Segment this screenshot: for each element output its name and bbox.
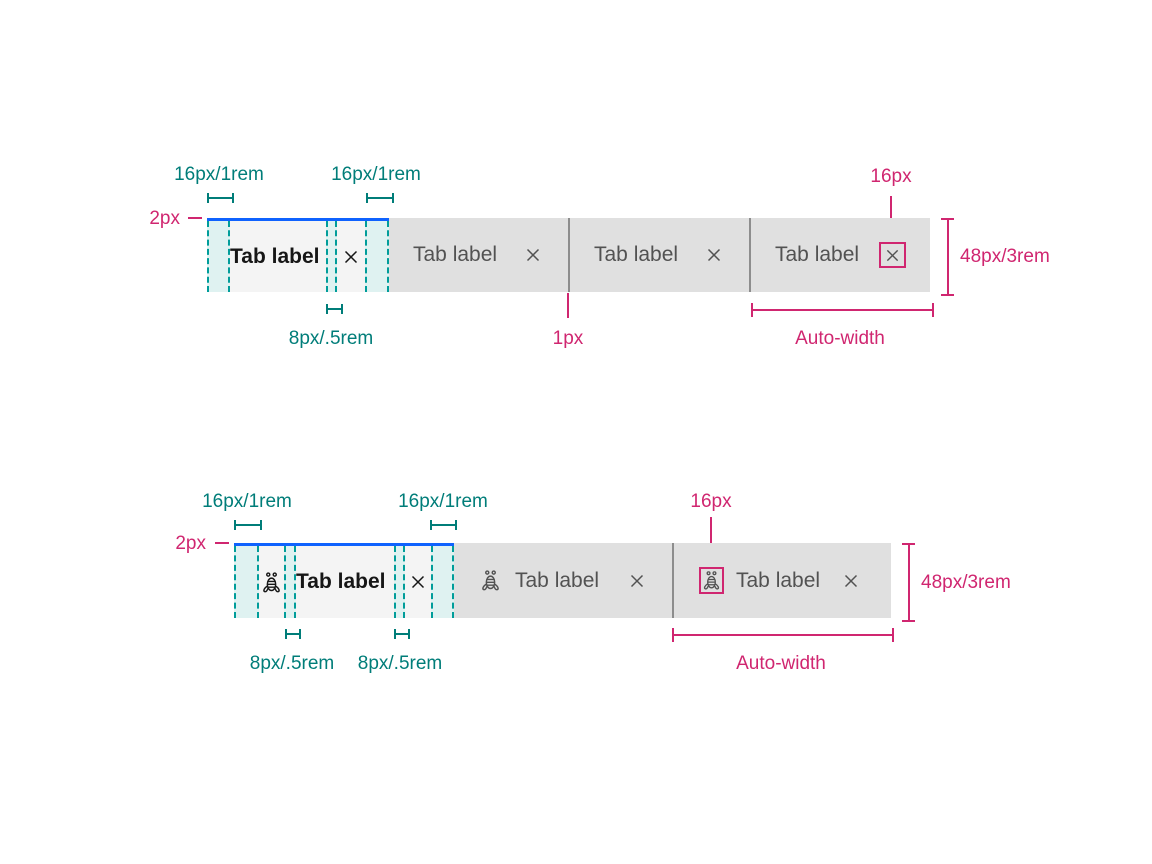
close-tab-button[interactable]: [626, 570, 648, 592]
auto-width-bracket: [751, 303, 934, 317]
icon-size-pointer-line: [710, 517, 712, 568]
close-icon: [885, 248, 900, 263]
gap-close-bracket: [326, 304, 343, 314]
pad-left-highlight: [207, 221, 230, 292]
gap-close-highlight: [394, 546, 405, 618]
border-top-pointer-line: [215, 542, 229, 544]
pad-left-bracket: [234, 520, 262, 530]
gap-icon-highlight: [284, 546, 296, 618]
divider-pointer-line: [567, 293, 569, 318]
close-tab-button[interactable]: [840, 570, 862, 592]
pad-left-highlight: [234, 546, 259, 618]
tab-label: Tab label: [775, 243, 860, 266]
pad-left-bracket: [207, 193, 234, 203]
tab-label: Tab label: [413, 243, 498, 266]
close-icon: [843, 573, 859, 589]
tab-height-bracket: [941, 218, 954, 296]
pad-right-label: 16px/1rem: [331, 164, 421, 185]
tab[interactable]: Tab label: [389, 218, 568, 292]
close-tab-button[interactable]: [703, 244, 725, 266]
bee-icon: [259, 570, 283, 594]
close-size-label: 16px: [870, 166, 912, 187]
divider-label: 1px: [552, 328, 584, 349]
tab-label: Tab label: [736, 568, 821, 592]
pad-left-label: 16px/1rem: [174, 164, 264, 185]
auto-width-label: Auto-width: [795, 328, 885, 349]
pad-right-label: 16px/1rem: [398, 491, 488, 512]
tab[interactable]: Tab label: [454, 543, 672, 618]
bee-icon: [701, 570, 722, 591]
close-tab-button[interactable]: [405, 569, 431, 595]
auto-width-label: Auto-width: [736, 653, 826, 674]
close-tab-button[interactable]: [882, 244, 904, 266]
close-icon: [525, 247, 541, 263]
close-icon: [410, 574, 426, 590]
tab-height-label: 48px/3rem: [960, 246, 1050, 267]
gap-close-highlight: [326, 221, 337, 292]
close-icon: [343, 249, 359, 265]
tab[interactable]: Tab label: [672, 543, 891, 618]
close-tab-button[interactable]: [522, 244, 544, 266]
tab-label: Tab label: [515, 568, 600, 592]
pad-right-bracket: [366, 193, 394, 203]
tab-label: Tab label: [296, 570, 386, 593]
pad-right-highlight: [431, 546, 454, 618]
border-top-pointer-line: [188, 217, 202, 219]
gap-icon-bracket: [285, 629, 301, 639]
pad-right-bracket: [430, 520, 457, 530]
tab-selected[interactable]: Tab label: [207, 218, 389, 292]
close-icon: [706, 247, 722, 263]
gap-close-label: 8px/.5rem: [288, 328, 374, 349]
tab-label: Tab label: [230, 244, 320, 268]
auto-width-bracket: [672, 628, 894, 642]
tab[interactable]: Tab label: [568, 218, 749, 292]
pad-right-highlight: [365, 221, 389, 292]
gap-close-label: 8px/.5rem: [357, 653, 443, 674]
close-tab-button[interactable]: [337, 243, 365, 271]
border-top-label: 2px: [149, 208, 180, 229]
tab[interactable]: Tab label: [749, 218, 930, 292]
pad-left-label: 16px/1rem: [202, 491, 292, 512]
tab-height-bracket: [902, 543, 915, 622]
border-top-label: 2px: [175, 533, 206, 554]
tab-bar: Tab label Ta: [234, 543, 891, 618]
gap-icon-label: 8px/.5rem: [249, 653, 335, 674]
tab-height-label: 48px/3rem: [921, 572, 1011, 593]
gap-close-bracket: [394, 629, 410, 639]
bee-icon: [478, 569, 502, 593]
close-icon: [629, 573, 645, 589]
icon-size-highlight-box: [699, 567, 724, 594]
tab-bar: Tab label Tab label Tab label: [207, 218, 930, 292]
close-size-highlight-box: [879, 242, 906, 268]
tab-selected[interactable]: Tab label: [234, 543, 454, 618]
icon-size-label: 16px: [690, 491, 732, 512]
tab-label: Tab label: [594, 243, 679, 266]
